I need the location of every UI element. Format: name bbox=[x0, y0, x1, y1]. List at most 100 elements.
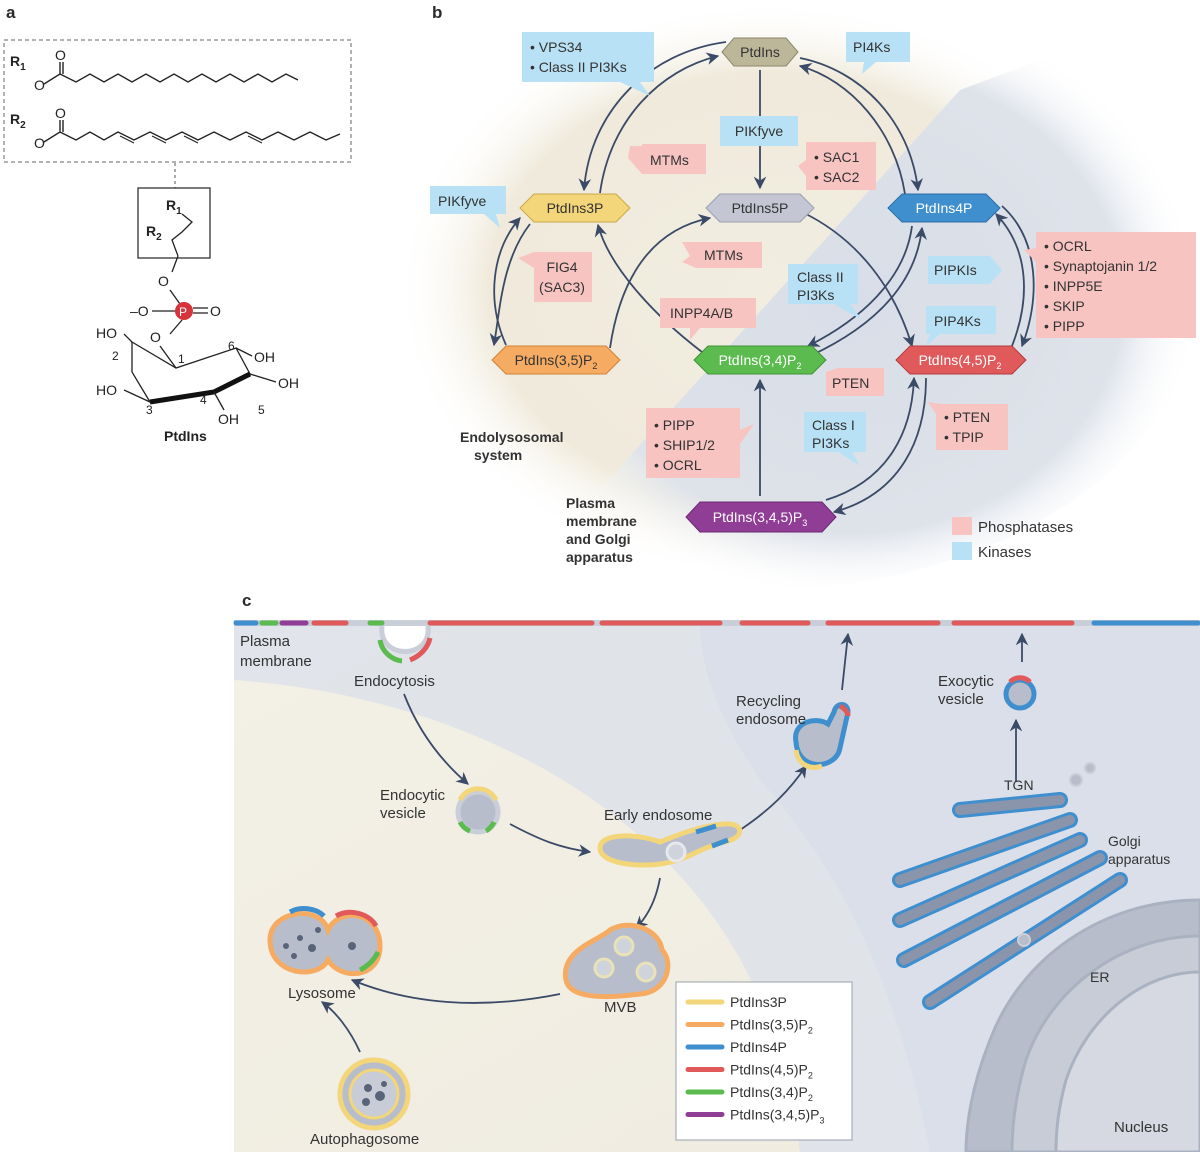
c3-oh-bond bbox=[123, 389, 151, 403]
phosphatase-pipp-list: • PIPP • SHIP1/2 • OCRL bbox=[646, 408, 754, 478]
recycling-endosome-label-1: Recycling bbox=[736, 693, 801, 710]
arrow-ptdins35p2-to-ptdins3p bbox=[493, 217, 521, 346]
legend-label: PtdIns(3,5)P2 bbox=[730, 1017, 813, 1036]
phosphatase-inpp4: INPP4A/B bbox=[660, 298, 756, 340]
svg-text:PTEN: PTEN bbox=[832, 375, 869, 391]
endocytosis-bud bbox=[377, 625, 433, 664]
kinase-class1: Class I PI3Ks bbox=[804, 412, 866, 466]
position-6: 6 bbox=[228, 339, 235, 353]
svg-text:PIPKIs: PIPKIs bbox=[934, 262, 977, 278]
lysosome-label: Lysosome bbox=[288, 985, 356, 1002]
legend-label: PtdIns4P bbox=[730, 1039, 787, 1055]
kinase-pipkis: PIPKIs bbox=[928, 256, 1002, 284]
position-4: 4 bbox=[200, 393, 207, 407]
legend-kinase-swatch bbox=[952, 542, 972, 560]
mvb-label: MVB bbox=[604, 999, 637, 1016]
glycerol-oxygen: O bbox=[158, 273, 169, 289]
early-endosome bbox=[597, 821, 743, 868]
svg-text:PI3Ks: PI3Ks bbox=[812, 435, 849, 451]
legend-kinases: Kinases bbox=[978, 544, 1031, 561]
endocytic-vesicle-label-2: vesicle bbox=[380, 805, 426, 822]
p-o-bond bbox=[169, 319, 183, 335]
inositol-oxygen: O bbox=[150, 329, 161, 345]
arrow-ptdins35p2-to-ptdins5p bbox=[609, 214, 712, 349]
panel-a-structure: R1 O O R2 O O R1 R2 O –O P O O HO OH OH bbox=[3, 39, 352, 444]
arrow-ptdins4p-to-ptdins45p2 bbox=[1001, 205, 1035, 348]
position-5: 5 bbox=[258, 403, 265, 417]
svg-text:INPP4A/B: INPP4A/B bbox=[670, 305, 733, 321]
glycerol-r2: R2 bbox=[146, 223, 162, 243]
phosphatase-pten-mid: PTEN bbox=[826, 368, 884, 396]
plasma-membrane-label-2: membrane bbox=[240, 653, 312, 670]
r2-double-bonds bbox=[119, 135, 263, 144]
panel-b-network: PtdIns PtdIns3P PtdIns5P PtdIns4P PtdIns… bbox=[395, 0, 1200, 590]
panel-c-legend: PtdIns3PPtdIns(3,5)P2PtdIns4PPtdIns(4,5)… bbox=[675, 981, 853, 1141]
kinase-vps34: • VPS34 • Class II PI3Ks bbox=[522, 32, 654, 96]
panel-a-letter: a bbox=[6, 3, 16, 22]
recycling-endosome bbox=[793, 702, 851, 770]
c4-hydroxyl: OH bbox=[218, 411, 239, 427]
r2-carbonyl-oxygen: O bbox=[55, 105, 66, 121]
early-endosome-label: Early endosome bbox=[604, 807, 712, 824]
arrow-ptdins5p-to-ptdins45p2 bbox=[801, 211, 915, 348]
phosphorus-atom bbox=[175, 302, 193, 320]
panel-b-letter: b bbox=[432, 3, 442, 22]
panel-c-cell: Plasma membrane Endocytosis bbox=[233, 620, 1200, 1152]
golgi-label-1: Golgi bbox=[1108, 833, 1141, 849]
autophagosome-label: Autophagosome bbox=[310, 1131, 419, 1148]
endocytic-vesicle bbox=[455, 786, 501, 835]
position-2: 2 bbox=[112, 349, 119, 363]
svg-text:• SHIP1/2: • SHIP1/2 bbox=[654, 437, 715, 453]
legend-label: PtdIns(3,4,5)P3 bbox=[730, 1107, 825, 1126]
phosphatase-pten-tpip: • PTEN • TPIP bbox=[928, 402, 1008, 450]
glycerol-backbone bbox=[171, 213, 193, 273]
arrow-ptdins345p3-to-ptdins45p2 bbox=[825, 376, 920, 501]
node-ptdins345p3: PtdIns(3,4,5)P3 bbox=[685, 501, 837, 533]
svg-text:PtdIns(3,4,5)P3: PtdIns(3,4,5)P3 bbox=[713, 509, 808, 528]
r1-carbonyl-oxygen: O bbox=[55, 47, 66, 63]
autophagosome bbox=[337, 1057, 411, 1131]
ptdins-name: PtdIns bbox=[164, 428, 207, 444]
svg-text:• SAC1: • SAC1 bbox=[814, 149, 860, 165]
inositol-c1-bond bbox=[159, 345, 177, 369]
glycerol-r1: R1 bbox=[166, 197, 182, 217]
kinase-pip4ks: PIP4Ks bbox=[926, 306, 996, 346]
phosphatase-fig4: FIG4 (SAC3) bbox=[518, 252, 592, 302]
arrow-ptdins45p2-to-ptdins345p3 bbox=[832, 377, 927, 516]
plasma-label-1: Plasma bbox=[566, 495, 615, 511]
svg-text:• Synaptojanin 1/2: • Synaptojanin 1/2 bbox=[1044, 258, 1157, 274]
kinase-pikfyve-left: PIKfyve bbox=[430, 186, 506, 228]
arrow-ptdins34p2-to-ptdins3p bbox=[594, 223, 703, 353]
kinase-pi4ks: PI4Ks bbox=[846, 32, 910, 74]
svg-text:PIP4Ks: PIP4Ks bbox=[934, 313, 981, 329]
svg-text:• PTEN: • PTEN bbox=[944, 409, 990, 425]
svg-text:• PIPP: • PIPP bbox=[1044, 318, 1085, 334]
phosphatase-sac: • SAC1 • SAC2 bbox=[798, 142, 876, 190]
position-3: 3 bbox=[146, 403, 153, 417]
r2-ester-oxygen: O bbox=[34, 135, 45, 151]
endocytic-vesicle-label-1: Endocytic bbox=[380, 787, 446, 804]
c5-oh-bond bbox=[249, 373, 277, 383]
legend-label: PtdIns(4,5)P2 bbox=[730, 1062, 813, 1081]
phosphatase-mtms-top: MTMs bbox=[628, 144, 706, 174]
c2-oh-bond bbox=[123, 333, 133, 343]
fatty-acid-box bbox=[3, 39, 352, 163]
r1-ester-oxygen: O bbox=[34, 77, 45, 93]
endolysosomal-label-1: Endolysosomal bbox=[460, 429, 563, 445]
svg-text:(SAC3): (SAC3) bbox=[539, 279, 585, 295]
svg-text:MTMs: MTMs bbox=[650, 152, 689, 168]
svg-text:PtdIns(4,5)P2: PtdIns(4,5)P2 bbox=[919, 352, 1002, 371]
kinase-class2: Class II PI3Ks bbox=[788, 264, 862, 320]
svg-text:• SKIP: • SKIP bbox=[1044, 298, 1085, 314]
svg-text:MTMs: MTMs bbox=[704, 247, 743, 263]
svg-text:PI3Ks: PI3Ks bbox=[797, 287, 834, 303]
svg-text:PI4Ks: PI4Ks bbox=[853, 39, 890, 55]
recycling-endosome-label-2: endosome bbox=[736, 711, 806, 728]
lysosome bbox=[267, 906, 383, 977]
arrow-ptdins34p2-to-ptdins4p bbox=[809, 226, 927, 357]
svg-text:FIG4: FIG4 bbox=[546, 259, 577, 275]
pathway-arrows bbox=[489, 41, 1035, 516]
arrow-ptdins45p2-to-ptdins4p bbox=[995, 213, 1025, 347]
